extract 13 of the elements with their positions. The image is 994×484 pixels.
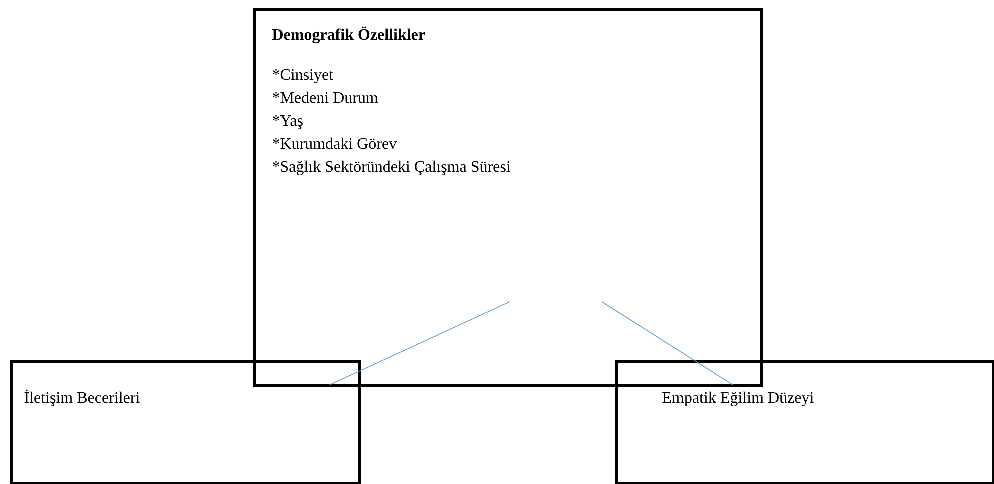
text-box [10,360,362,484]
list-item: *Medeni Durum [273,92,378,104]
list-item: *Yaş [273,116,303,130]
list-item: *Cinsiyet [273,69,334,84]
text-box [253,8,764,388]
connector-line [602,302,734,386]
text-box [615,360,994,484]
list-item: *Sağlık Sektöründeki Çalışma Süresi [273,160,511,176]
box-label: İletişim Becerileri [24,390,140,406]
connector-line [330,302,510,386]
list-item: *Kurumdaki Görev [273,138,398,150]
heading: Demografik Özellikler [272,26,426,44]
box-label: Empatik Eğilim Düzeyi [662,392,814,406]
